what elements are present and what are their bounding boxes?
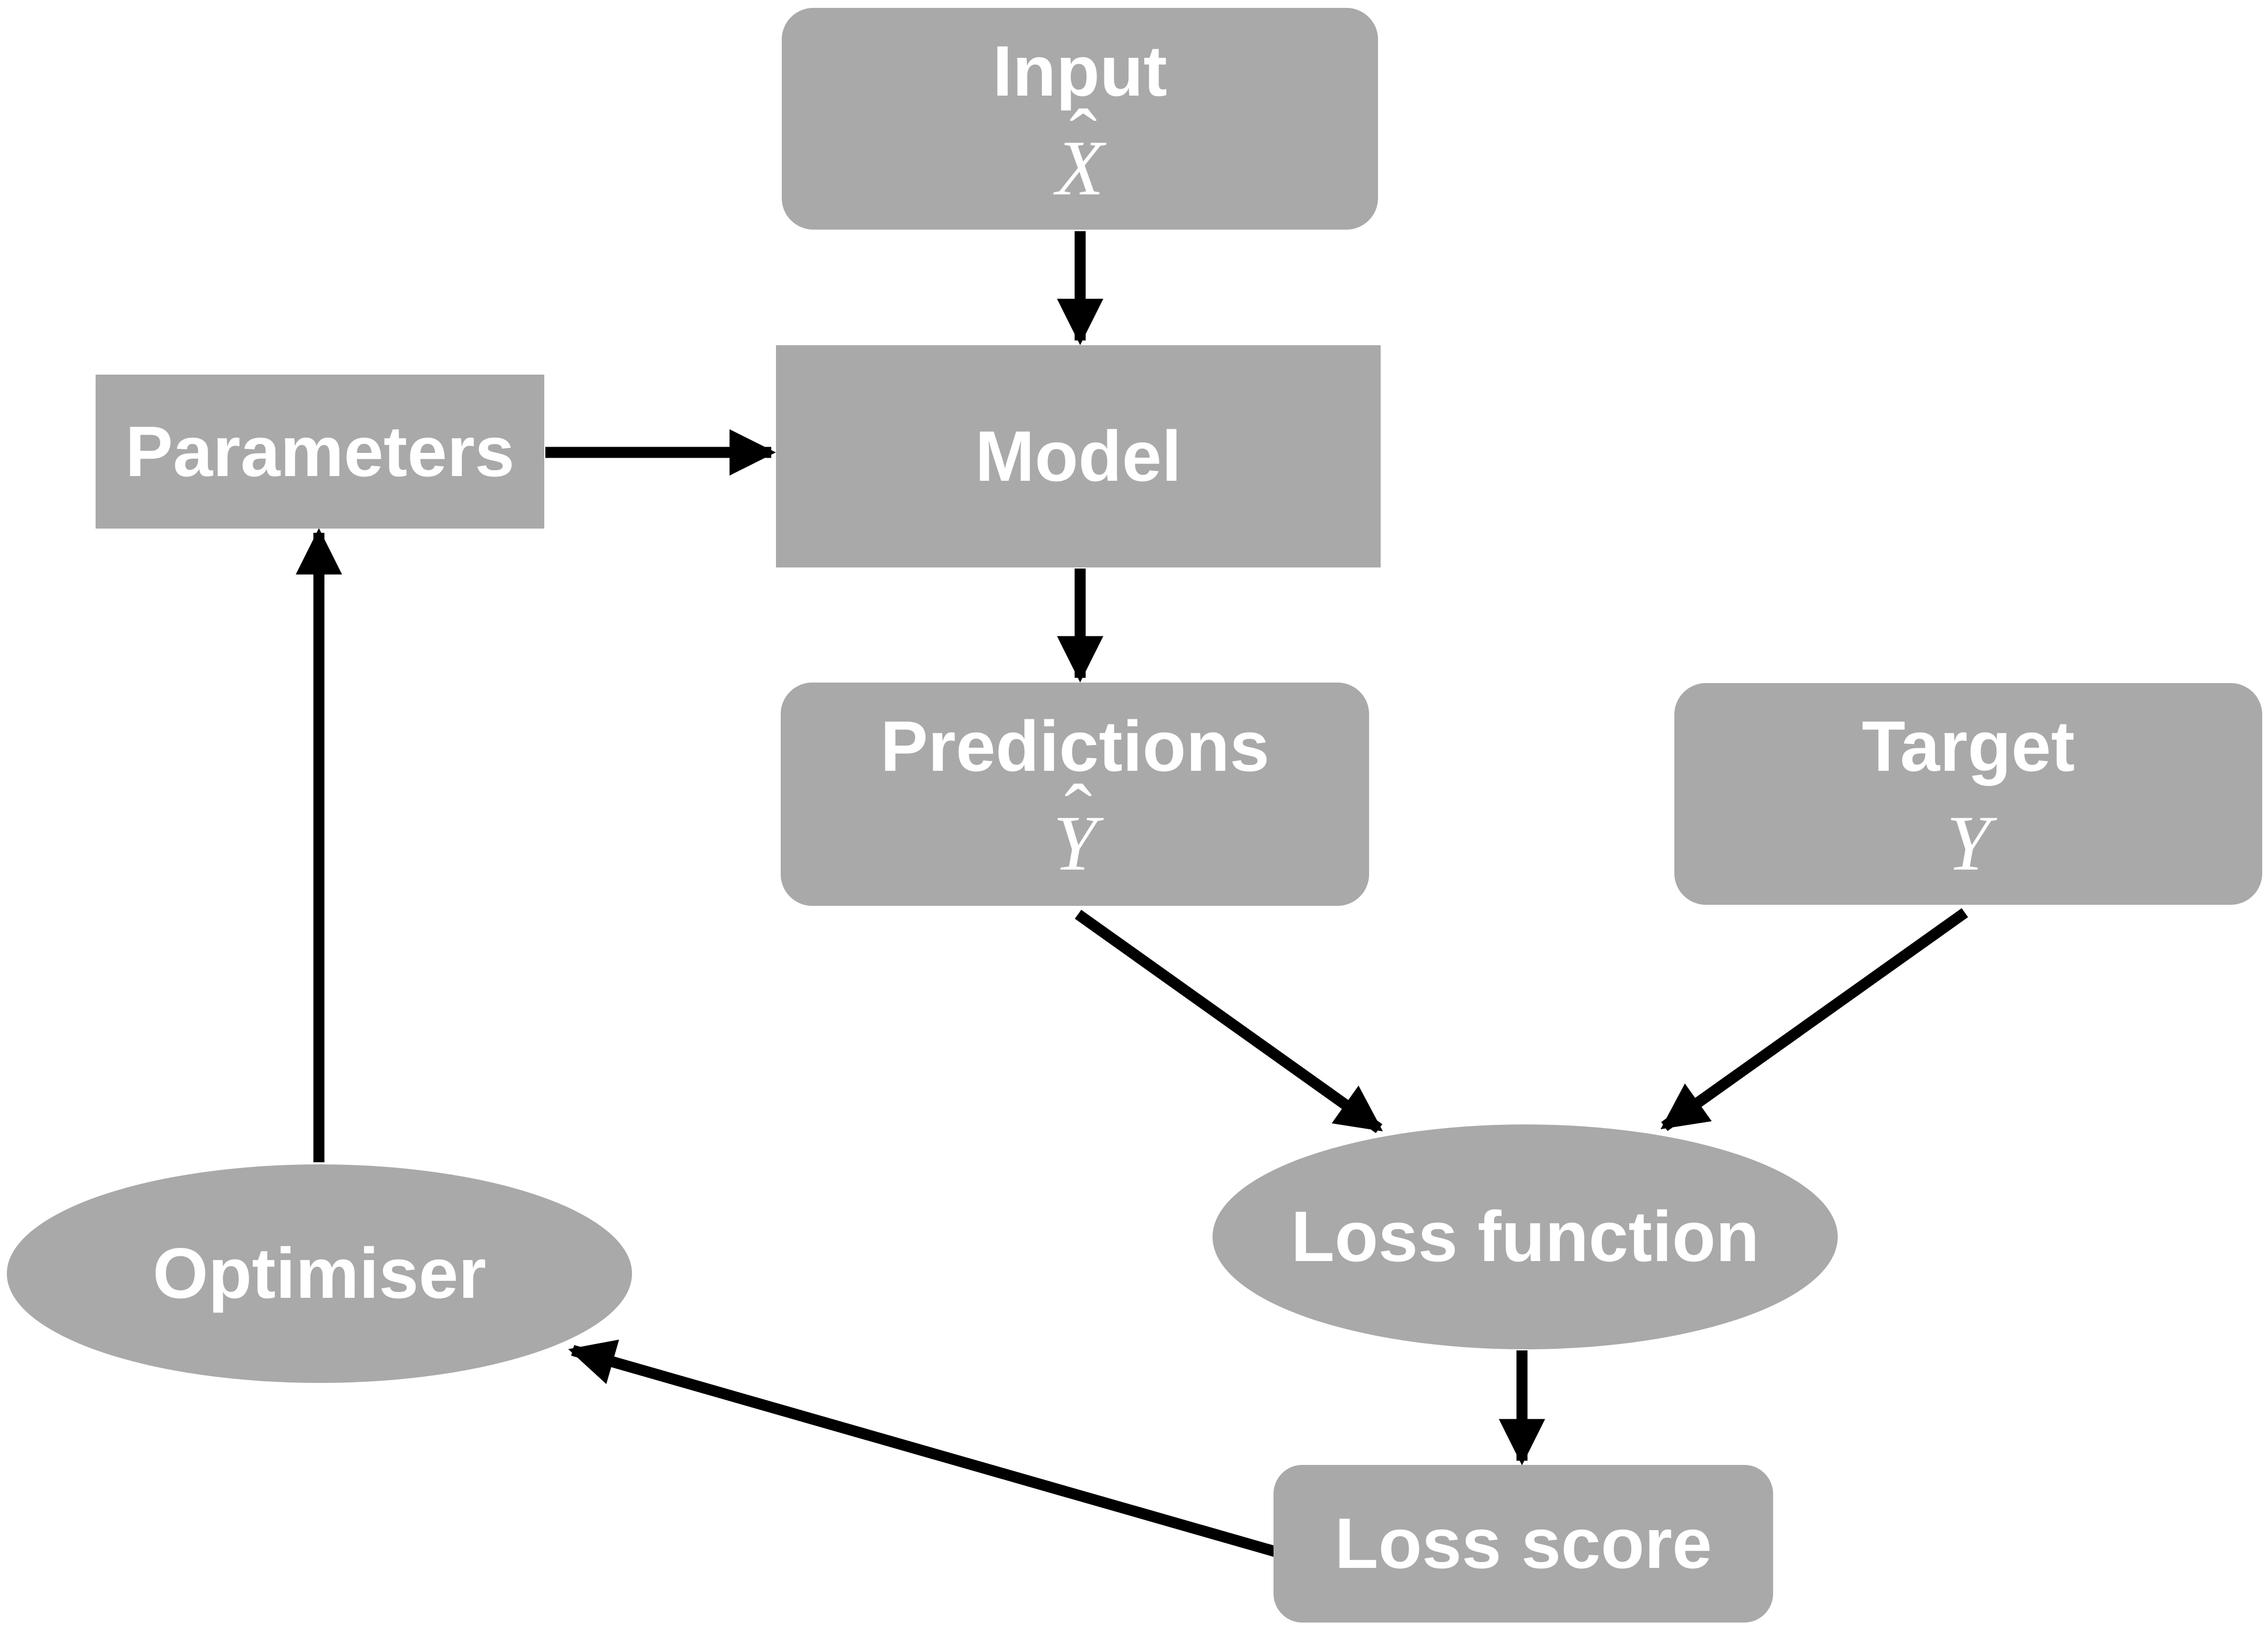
hat-accent: ˆ — [1069, 92, 1097, 184]
node-predictions-symbol: ˆ Y — [1053, 773, 1096, 883]
node-model-title: Model — [975, 416, 1182, 496]
node-target: Target Y — [1674, 683, 2262, 905]
node-optimiser-title: Optimiser — [152, 1233, 486, 1314]
node-predictions-letter: Y — [1053, 800, 1097, 887]
node-loss-score-title: Loss score — [1334, 1503, 1712, 1584]
arrow-target-to-loss-function — [1660, 908, 1969, 1131]
node-parameters-title: Parameters — [125, 411, 515, 491]
node-model: Model — [776, 345, 1381, 567]
hat-accent: ˆ — [1064, 768, 1092, 860]
node-target-letter: Y — [1946, 799, 1991, 887]
node-input-letter: X — [1055, 124, 1104, 212]
node-input: Input ˆ X — [782, 8, 1378, 230]
node-loss-score: Loss score — [1273, 1465, 1773, 1623]
node-parameters: Parameters — [96, 375, 544, 529]
node-input-title: Input — [992, 30, 1167, 111]
node-loss-function: Loss function — [1213, 1124, 1838, 1349]
node-predictions-title: Predictions — [880, 706, 1270, 787]
arrow-predictions-to-loss-function — [1074, 910, 1383, 1133]
node-predictions: Predictions ˆ Y — [781, 683, 1369, 906]
node-target-symbol: Y — [1946, 804, 1990, 883]
node-optimiser: Optimiser — [7, 1164, 632, 1383]
node-target-title: Target — [1861, 706, 2075, 786]
node-input-symbol: ˆ X — [1056, 97, 1104, 208]
node-loss-function-title: Loss function — [1291, 1196, 1759, 1277]
arrow-loss-score-to-optimiser — [568, 1339, 1290, 1561]
